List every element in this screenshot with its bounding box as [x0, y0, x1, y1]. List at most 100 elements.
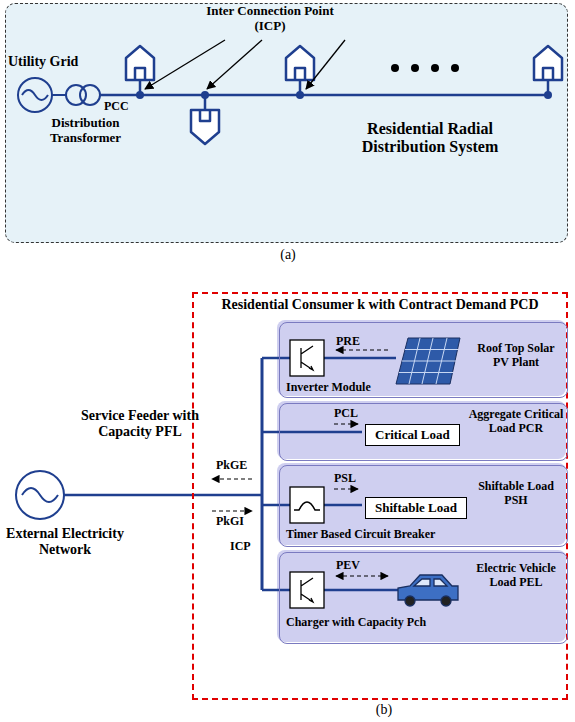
service-wire [324, 504, 362, 507]
panel-fill [277, 550, 566, 642]
transformer-symbol [52, 94, 66, 96]
node-label: PCC [104, 100, 144, 114]
network-source [22, 488, 58, 502]
panel-text: PEV [336, 559, 376, 573]
panel-tag: (b) [366, 702, 402, 718]
ev-panel: PEV Electric Vehicle Load PEL Charger with… [279, 552, 568, 644]
flow-arrow [336, 575, 388, 576]
service-wire [64, 494, 262, 497]
ellipsis-dots [391, 64, 459, 72]
box-text: Critical Load [375, 428, 450, 443]
ellipsis-dots [431, 64, 439, 72]
network-label: External Electricity Network [4, 526, 126, 558]
house-icon [191, 110, 219, 144]
panel-text: PCL [334, 407, 364, 421]
power-label: PkGI [216, 515, 256, 529]
panel-text: PSL [334, 472, 364, 486]
region-fill [5, 3, 568, 243]
service-wire [262, 357, 290, 360]
panel-fill [277, 401, 566, 459]
pointer-arrow [306, 40, 345, 89]
box-text: Shiftable Load [375, 501, 457, 516]
grid-source [18, 78, 52, 112]
inverter-symbol [290, 340, 324, 376]
ellipsis-dots [451, 64, 459, 72]
panel-fill [277, 320, 566, 396]
house-icon [126, 46, 154, 80]
panel-fill [277, 463, 566, 545]
service-wire [262, 504, 290, 507]
node-label: ICP [230, 540, 260, 554]
panel-caption: Charger with Capacity Pch [286, 616, 486, 630]
service-wire [261, 358, 264, 590]
connection-dot [296, 91, 304, 99]
ellipsis-dots [391, 64, 399, 72]
load-panel: PSL Shiftable Load PSH Timer Based Circuit… [279, 465, 568, 547]
car-icon [441, 596, 451, 606]
flow-arrow [212, 478, 252, 479]
component-label: Utility Grid [8, 54, 98, 70]
callout-label: Inter Connection Point (ICP) [195, 4, 345, 34]
house-icon [200, 110, 210, 121]
feeder-label: Service Feeder with Capacity PFL [78, 408, 202, 440]
panel-text: Residential Consumer k with Contract Dem… [198, 297, 562, 313]
source-panel: PRE Inverter Module Roof Top Solar PV Plan… [279, 322, 568, 398]
connection-dot [544, 91, 552, 99]
load-panel: PCL Aggregate Critical Load PCR Critical L… [279, 403, 568, 461]
connection-dot [201, 91, 209, 99]
inverter-symbol [290, 572, 324, 608]
panel-caption: Aggregate Critical Load PCR [468, 408, 564, 436]
inverter-symbol [301, 578, 313, 602]
network-source [16, 471, 64, 519]
connection-dot [136, 91, 552, 99]
flow-arrow [336, 349, 388, 350]
service-wire [324, 357, 396, 360]
panel-text: Residential Radial Distribution System [330, 120, 530, 157]
transformer-symbol [80, 85, 100, 105]
grid-source [22, 90, 48, 100]
pv-panel [399, 338, 458, 384]
transformer-symbol [52, 85, 100, 105]
house-icon [286, 46, 314, 80]
flow-arrow [334, 488, 358, 489]
house-icon [295, 68, 305, 80]
panel-text: PRE [336, 335, 376, 349]
component-label: Distribution Transformer [38, 116, 133, 146]
panel-caption: Inverter Module [286, 381, 406, 395]
house-icon [543, 68, 553, 80]
inverter-symbol [301, 346, 313, 370]
flow-arrow [212, 510, 252, 511]
service-wire [262, 431, 362, 434]
panel-tag: (a) [270, 247, 306, 263]
pointer-arrow [207, 40, 262, 89]
panel-caption: Electric Vehicle Load PEL [468, 562, 564, 590]
load-box: Shiftable Load [365, 497, 467, 520]
feeder-bus [100, 80, 548, 110]
network-source [16, 471, 64, 519]
pointer-arrow [145, 40, 345, 89]
house-icon [534, 46, 562, 80]
breaker-symbol [290, 487, 324, 523]
car-icon [414, 579, 447, 586]
panel-caption: Shiftable Load PSH [468, 480, 564, 508]
house-icon [135, 68, 145, 80]
panel-fill [277, 320, 566, 642]
service-wire [324, 589, 398, 592]
region-fill [5, 3, 568, 243]
feeder-bus [100, 94, 548, 97]
panel-caption: Timer Based Circuit Breaker [286, 528, 486, 542]
breaker-symbol [290, 487, 324, 523]
flow-arrow [334, 423, 358, 424]
consumer-boundary: Residential Consumer k with Contract Dem… [192, 292, 568, 700]
pv-panel [396, 338, 460, 384]
connection-dot [136, 91, 144, 99]
breaker-symbol [294, 502, 320, 510]
car-icon [398, 575, 458, 606]
pv-panel [396, 338, 460, 384]
ellipsis-dots [411, 64, 419, 72]
grid-source [18, 78, 52, 112]
power-label: PkGE [216, 459, 256, 473]
service-wire [262, 589, 290, 592]
panel-caption: Roof Top Solar PV Plant [468, 342, 564, 370]
